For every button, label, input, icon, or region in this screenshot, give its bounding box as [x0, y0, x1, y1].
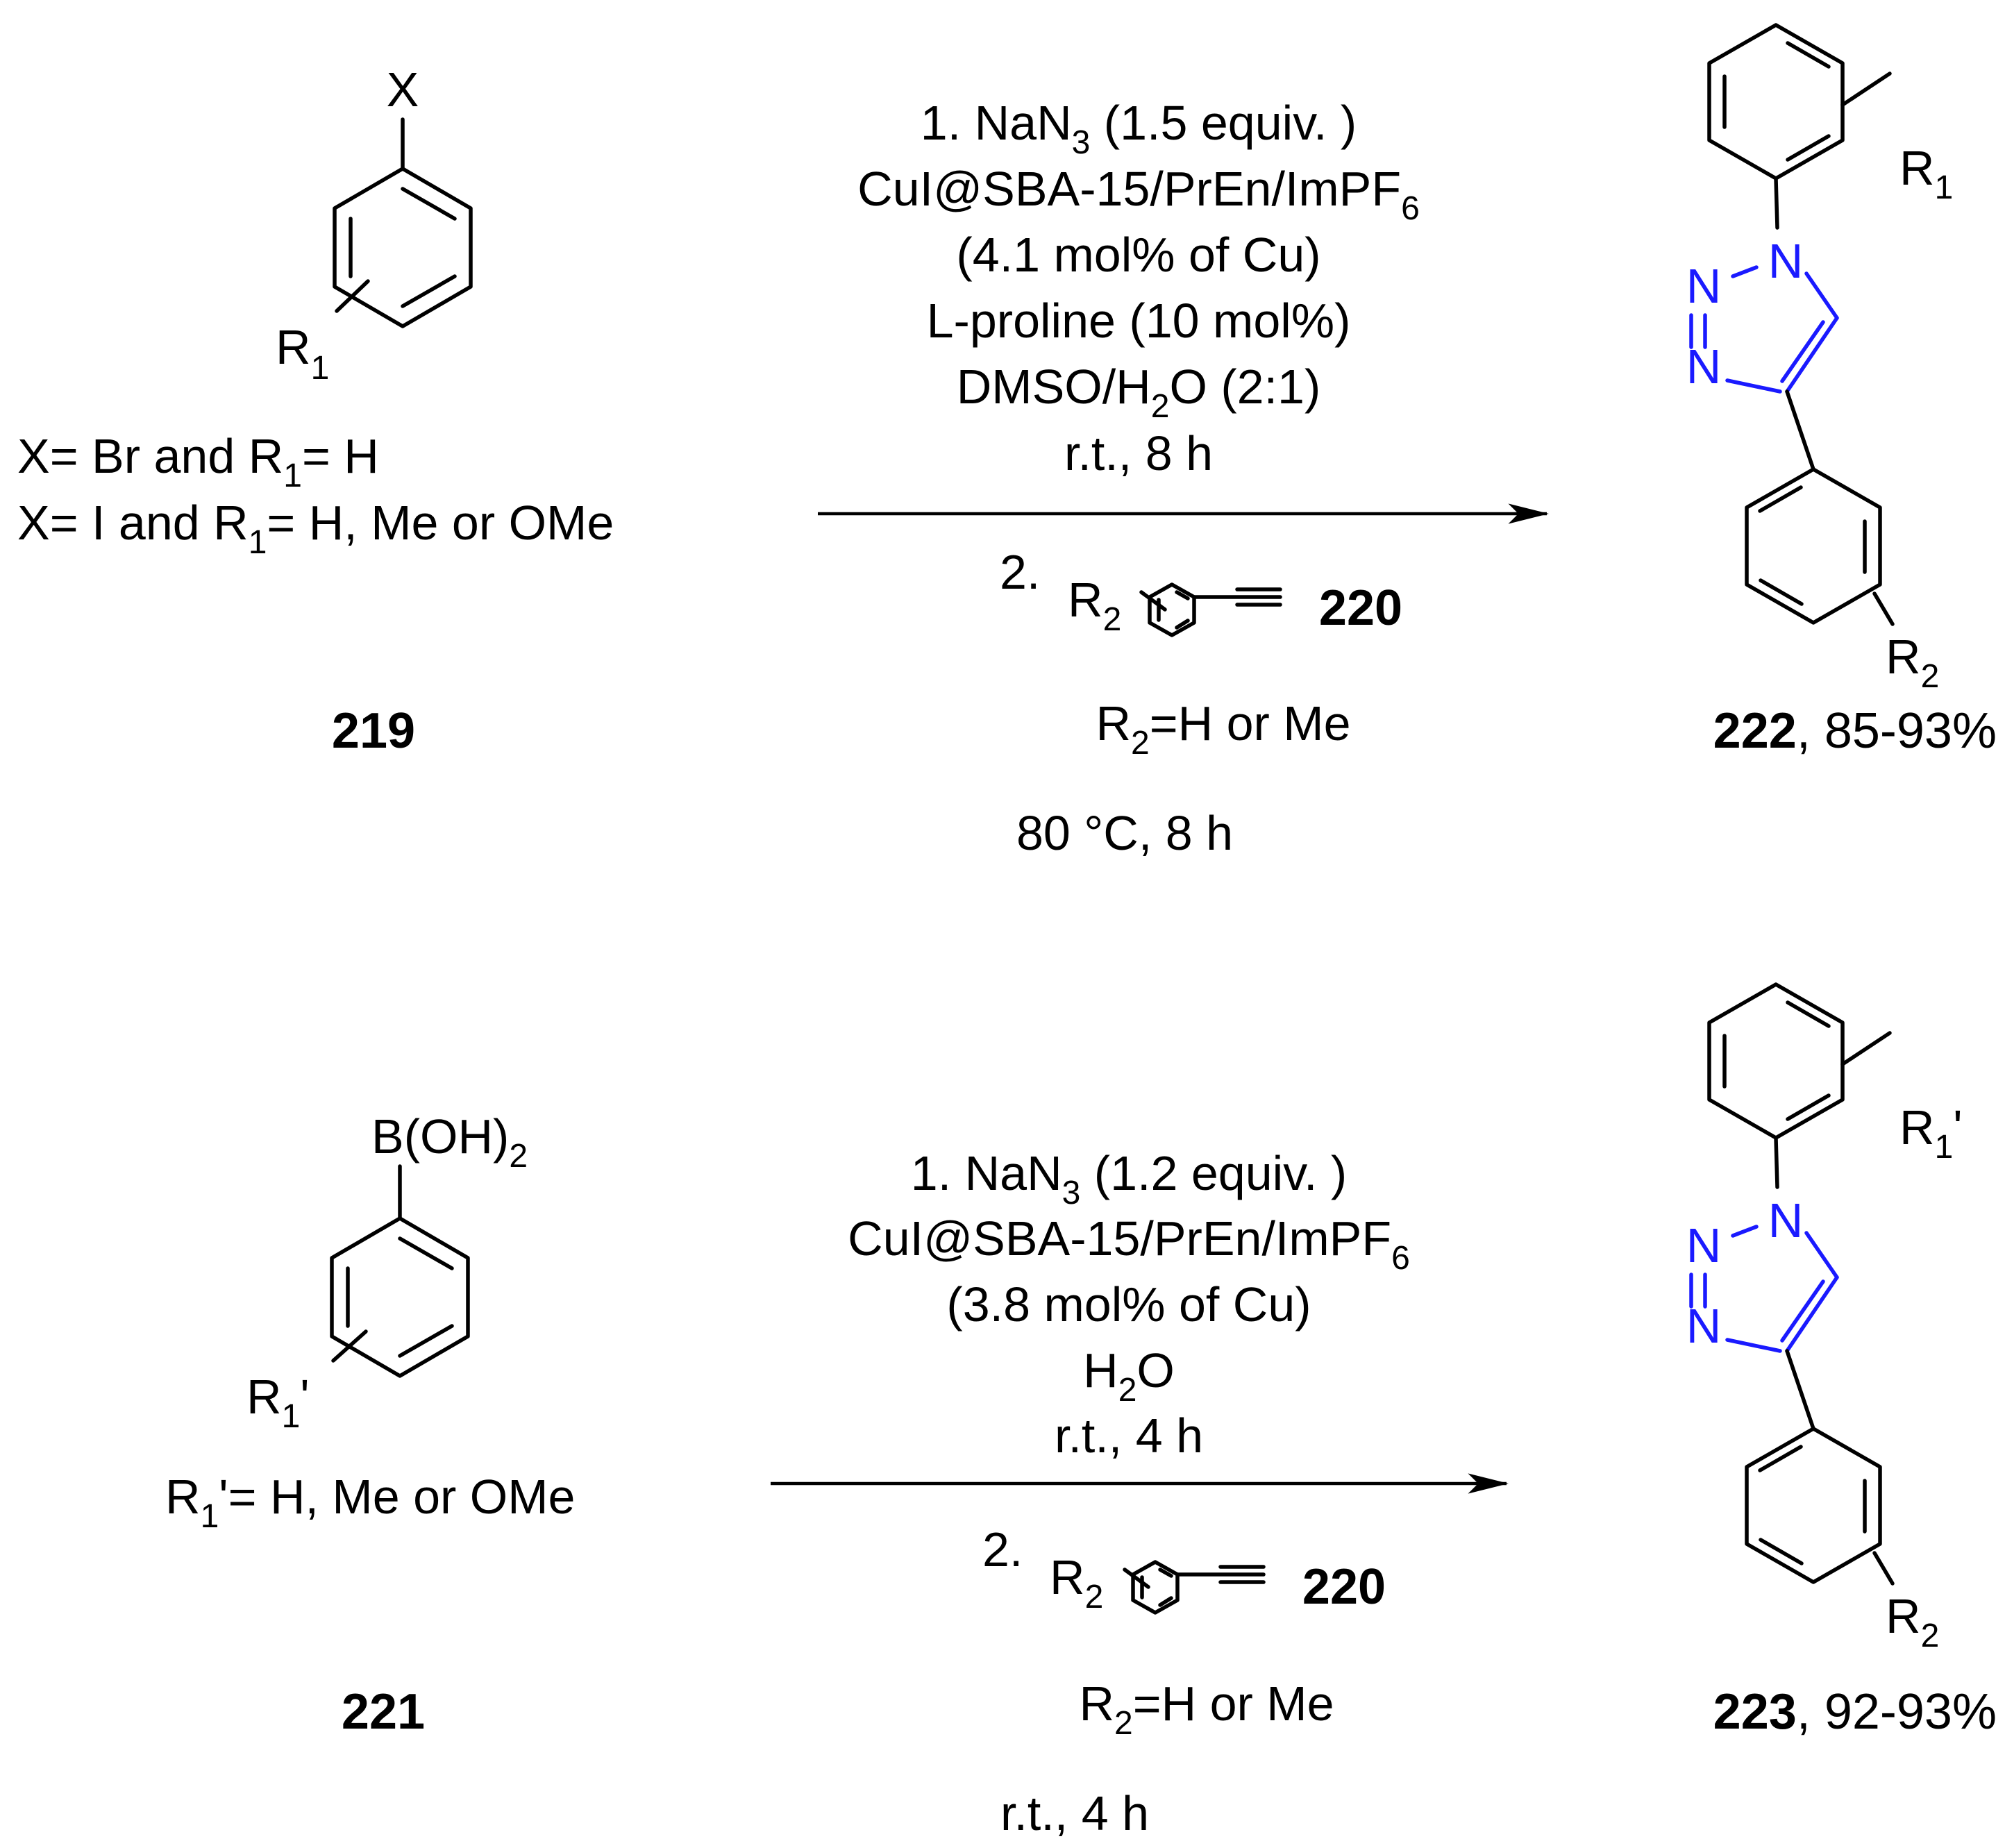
compound-number: 221: [342, 1684, 425, 1740]
ring-substituent-label: R1: [276, 320, 329, 387]
step2-conditions: r.t., 4 h: [1000, 1786, 1149, 1840]
condition-line: CuI@SBA-15/PrEn/ImPF6: [857, 162, 1420, 227]
triazole-product-structure: R1' N N N R2: [1686, 982, 1963, 1654]
condition-line: (3.8 mol% of Cu): [946, 1277, 1311, 1332]
triazole-ring: N N N: [1686, 1193, 1839, 1353]
phenyl-ring: [1131, 1560, 1180, 1615]
note-line: X= I and R1= H, Me or OMe: [17, 496, 614, 561]
condition-line: H2O: [1083, 1343, 1175, 1409]
compound-number: 220: [1319, 580, 1402, 636]
product-label: 223, 92-93%: [1713, 1684, 1997, 1740]
triazole-product-structure: R1 N N N R2: [1686, 23, 1953, 695]
alkyne-reagent: 2. R2 220: [982, 1522, 1386, 1615]
alkyne-reagent: 2. R2 220: [1000, 545, 1402, 638]
ring-substituent-label: R2: [1886, 1589, 1939, 1654]
ring-substituent-label: R1': [1899, 1100, 1963, 1166]
triazole-ring: N N N: [1686, 234, 1839, 394]
alkyne-triple-bond: [1175, 1565, 1266, 1584]
phenyl-ring: [1148, 582, 1196, 637]
substituent-x-label: X: [387, 62, 419, 117]
alkyne-substituent-label: R2: [1050, 1550, 1103, 1615]
triazole-n2: N: [1686, 1218, 1722, 1272]
reaction-conditions: 1. NaN3 (1.5 equiv. ) CuI@SBA-15/PrEn/Im…: [857, 96, 1420, 480]
bottom-phenyl-ring: [1745, 1427, 1882, 1584]
r2-note: R2=H or Me: [1079, 1677, 1334, 1742]
condition-line: 1. NaN3 (1.5 equiv. ): [921, 96, 1357, 161]
step-number: 2.: [1000, 545, 1040, 599]
condition-line: 1. NaN3 (1.2 equiv. ): [911, 1146, 1347, 1211]
aryl-halide-structure: X R1: [276, 62, 473, 387]
condition-line: DMSO/H2O (2:1): [957, 360, 1321, 425]
substituent-note: X= Br and R1= H X= I and R1= H, Me or OM…: [17, 429, 614, 561]
r2-note: R2=H or Me: [1096, 696, 1350, 762]
compound-number: 220: [1302, 1559, 1386, 1615]
benzene-ring: [330, 1216, 470, 1378]
condition-line: r.t., 4 h: [1055, 1409, 1203, 1463]
reaction-2: B(OH)2 R1' R1'= H, Me or OMe 221 1. NaN3…: [165, 982, 1997, 1840]
top-phenyl-ring: [1707, 23, 1845, 180]
condition-line: L-proline (10 mol%): [927, 294, 1351, 348]
boronic-acid-label: B(OH)2: [371, 1109, 528, 1175]
alkyne-triple-bond: [1192, 587, 1282, 607]
alkyne-substituent-label: R2: [1068, 573, 1121, 638]
aryl-boronic-acid-structure: B(OH)2 R1': [246, 1109, 528, 1435]
condition-line: CuI@SBA-15/PrEn/ImPF6: [848, 1211, 1410, 1277]
condition-line: (4.1 mol% of Cu): [956, 228, 1320, 282]
note-line: X= Br and R1= H: [17, 429, 379, 494]
reaction-1: X R1 X= Br and R1= H X= I and R1= H, Me …: [17, 23, 1997, 860]
top-phenyl-ring: [1707, 982, 1845, 1140]
bottom-phenyl-ring: [1745, 467, 1882, 625]
triazole-n2: N: [1686, 259, 1722, 313]
compound-number: 219: [332, 703, 415, 759]
note-line: R1'= H, Me or OMe: [165, 1470, 575, 1535]
step-number: 2.: [982, 1522, 1023, 1577]
step2-conditions: 80 °C, 8 h: [1016, 806, 1233, 860]
triazole-n1: N: [1768, 1193, 1804, 1248]
condition-line: r.t., 8 h: [1064, 426, 1213, 480]
ring-substituent-label: R1: [1899, 141, 1953, 206]
reaction-conditions: 1. NaN3 (1.2 equiv. ) CuI@SBA-15/PrEn/Im…: [848, 1146, 1410, 1463]
triazole-n1: N: [1768, 234, 1804, 288]
product-label: 222, 85-93%: [1713, 703, 1997, 759]
ring-substituent-label: R1': [246, 1370, 310, 1435]
benzene-ring: [333, 167, 473, 328]
ring-substituent-label: R2: [1886, 630, 1939, 695]
